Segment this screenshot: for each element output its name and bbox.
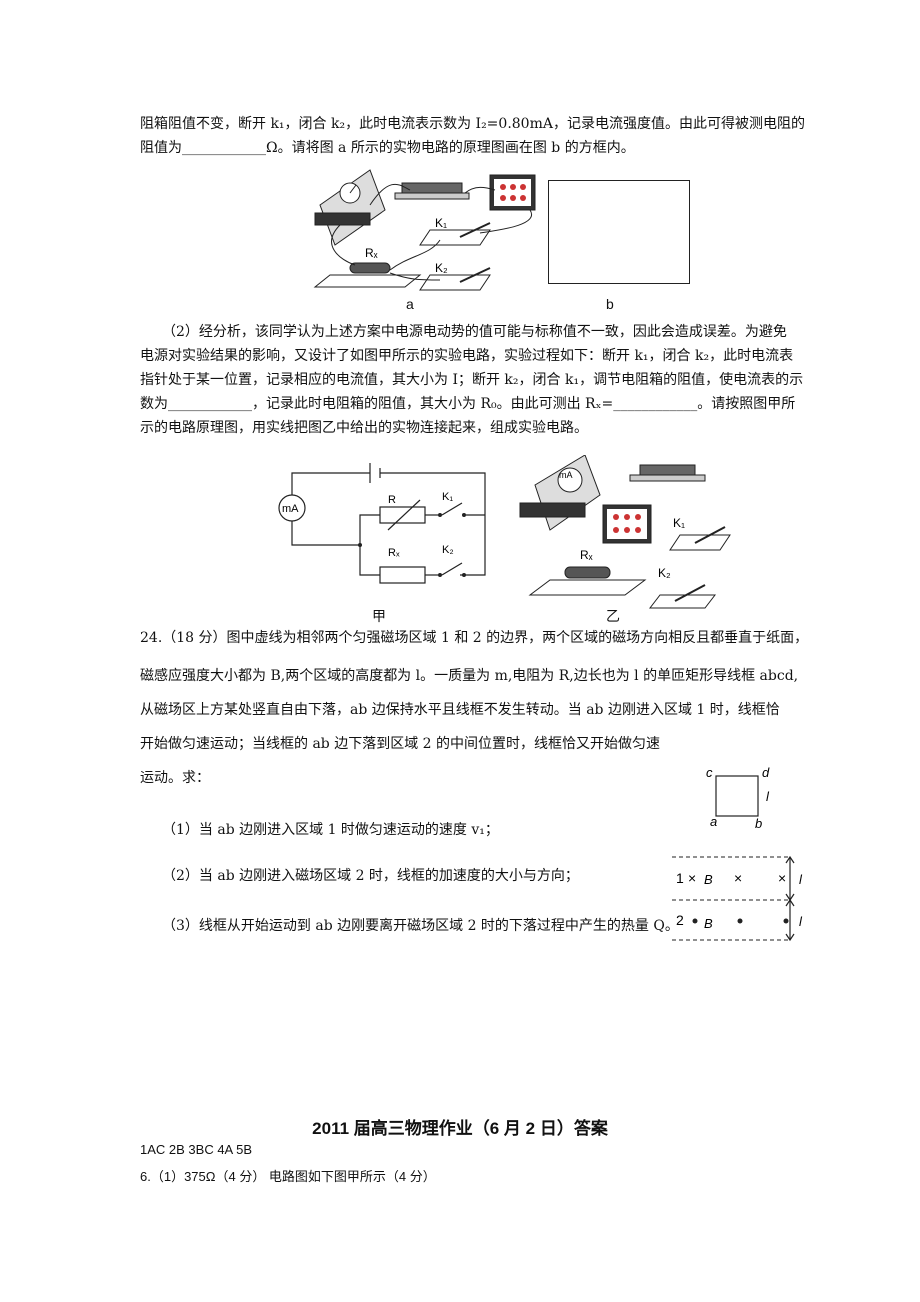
cross-mark-2: × — [734, 870, 742, 886]
battery-box — [489, 174, 536, 211]
rx-label: Rₓ — [365, 246, 378, 260]
q24-sub2: （2）当 ab 边刚进入磁场区域 2 时，线框的加速度的大小与方向； — [162, 868, 579, 884]
frame-a-label: a — [710, 814, 717, 829]
p1-line1: 阻箱阻值不变，断开 k₁，闭合 k₂，此时电流表示数为 I₂=0.80mA，记录… — [140, 116, 805, 132]
q24-sub1: （1）当 ab 边刚进入区域 1 时做匀速运动的速度 v₁； — [162, 822, 499, 838]
p2-line2: 电源对实验结果的影响，又设计了如图甲所示的实验电路，实验过程如下：断开 k₁，闭… — [140, 348, 794, 364]
figure-jia-caption: 甲 — [372, 608, 386, 624]
yi-rheostat — [629, 464, 706, 482]
dot-mark-2 — [737, 918, 743, 924]
zone1-label: 1 — [676, 870, 684, 886]
figure-b-box — [548, 180, 690, 284]
yi-k2-label: K₂ — [658, 566, 671, 580]
p1-line2: 阻值为____________Ω。请将图 a 所示的实物电路的原理图画在图 b … — [140, 140, 635, 156]
figure-a-caption: a — [406, 296, 414, 312]
cross-mark-1: × — [688, 870, 696, 886]
figure-a-apparatus: K₁ K₂ Rₓ — [313, 169, 536, 291]
answer-row1: 1AC 2B 3BC 4A 5B — [140, 1142, 253, 1157]
cross-mark-3: × — [778, 870, 786, 886]
jia-k1-label: K₁ — [442, 491, 453, 503]
q24-line3: 从磁场区上方某处竖直自由下落，ab 边保持水平且线框不发生转动。当 ab 边刚进… — [140, 702, 780, 718]
yi-ammeter: mA — [519, 455, 601, 531]
yi-rx-label: Rₓ — [580, 548, 593, 562]
figure-yi-caption: 乙 — [606, 608, 620, 624]
frame-b-label: b — [755, 816, 762, 830]
dot-mark-3 — [783, 918, 789, 924]
zone2-b-label: B — [704, 916, 713, 931]
q24-line5: 运动。求： — [140, 770, 210, 786]
figure-field-regions: 1 × B × × l 2 B l — [672, 855, 803, 942]
frame-d-label: d — [762, 765, 770, 780]
answer-row2: 6.（1）375Ω（4 分） 电路图如下图甲所示（4 分） — [140, 1169, 436, 1184]
yi-k1-label: K₁ — [673, 516, 685, 530]
frame-l-label: l — [766, 789, 770, 804]
p2-line5: 示的电路原理图，用实线把图乙中给出的实物连接起来，组成实验电路。 — [140, 420, 588, 436]
zone1-b-label: B — [704, 872, 713, 887]
jia-k2-label: K₂ — [442, 544, 454, 556]
zone2-height-label: l — [799, 914, 803, 929]
k2-label: K₂ — [435, 261, 448, 275]
jia-rx-label: Rₓ — [388, 547, 400, 559]
answer-title: 2011 届高三物理作业（6 月 2 日）答案 — [312, 1119, 608, 1138]
p2-line3: 指针处于某一位置，记录相应的电流值，其大小为 I；断开 k₂，闭合 k₁，调节电… — [140, 372, 804, 388]
q24-line1: 24.（18 分）图中虚线为相邻两个匀强磁场区域 1 和 2 的边界，两个区域的… — [140, 630, 809, 646]
ammeter-device — [314, 169, 386, 246]
rheostat — [394, 182, 470, 200]
zone1-height-label: l — [799, 872, 803, 887]
q24-line4: 开始做匀速运动；当线框的 ab 边下落到区域 2 的中间位置时，线框恰又开始做匀… — [140, 736, 661, 752]
q24-sub3: （3）线框从开始运动到 ab 边刚要离开磁场区域 2 时的下落过程中产生的热量 … — [162, 918, 679, 934]
figure-frame-abcd: c d l a b — [706, 765, 770, 830]
k1-label: K₁ — [435, 216, 447, 230]
figure-yi-apparatus: mA K₁ K₂ Rₓ — [519, 455, 731, 609]
jia-r-label: R — [388, 494, 396, 506]
dot-mark-1 — [692, 918, 698, 924]
yi-meter-label: mA — [559, 470, 573, 480]
p2-line1: （2）经分析，该同学认为上述方案中电源电动势的值可能与标称值不一致，因此会造成误… — [162, 324, 787, 340]
figure-b-caption: b — [606, 296, 614, 312]
zone2-label: 2 — [676, 912, 684, 928]
figure-jia-circuit: mA R Rₓ K₁ K₂ — [278, 463, 486, 584]
jia-meter-label: mA — [282, 503, 299, 515]
frame-c-label: c — [706, 765, 713, 780]
q24-line2: 磁感应强度大小都为 B,两个区域的高度都为 l。一质量为 m,电阻为 R,边长也… — [140, 668, 799, 684]
yi-battery-box — [602, 504, 652, 544]
p2-line4: 数为____________，记录此时电阻箱的阻值，其大小为 R₀。由此可测出 … — [140, 396, 796, 412]
